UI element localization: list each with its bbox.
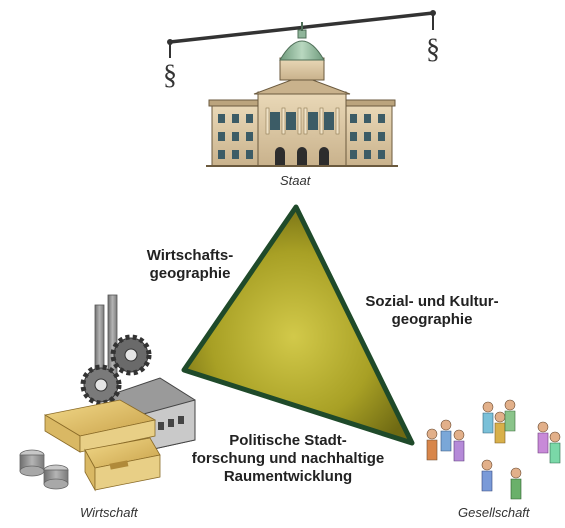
people-group-icon — [426, 399, 561, 500]
label-economic-geography: Wirtschafts- geographie — [138, 247, 242, 283]
parliament-building-icon — [167, 10, 436, 167]
label-urban-research-line2: forschung und nachhaltige — [191, 450, 385, 467]
caption-economy: Wirtschaft — [80, 505, 138, 520]
label-social-cultural-geography-line1: Sozial- und Kultur- — [365, 293, 499, 310]
caption-society: Gesellschaft — [458, 505, 530, 520]
paragraph-symbol-right-icon: § — [426, 34, 440, 65]
caption-state: Staat — [280, 173, 311, 188]
label-social-cultural-geography: Sozial- und Kultur- geographie — [352, 293, 512, 329]
label-economic-geography-line1: Wirtschafts- — [146, 247, 234, 264]
paragraph-symbol-left-icon: § — [163, 60, 177, 91]
label-urban-research: Politische Stadt- forschung und nachhalt… — [168, 432, 408, 486]
label-economic-geography-line2: geographie — [149, 265, 231, 282]
gears-icon — [80, 334, 152, 406]
money-stack-icon — [19, 399, 161, 492]
label-social-cultural-geography-line2: geographie — [391, 311, 473, 328]
central-triangle — [181, 204, 415, 446]
label-urban-research-line3: Raumentwicklung — [223, 468, 353, 485]
label-urban-research-line1: Politische Stadt- — [229, 432, 347, 449]
